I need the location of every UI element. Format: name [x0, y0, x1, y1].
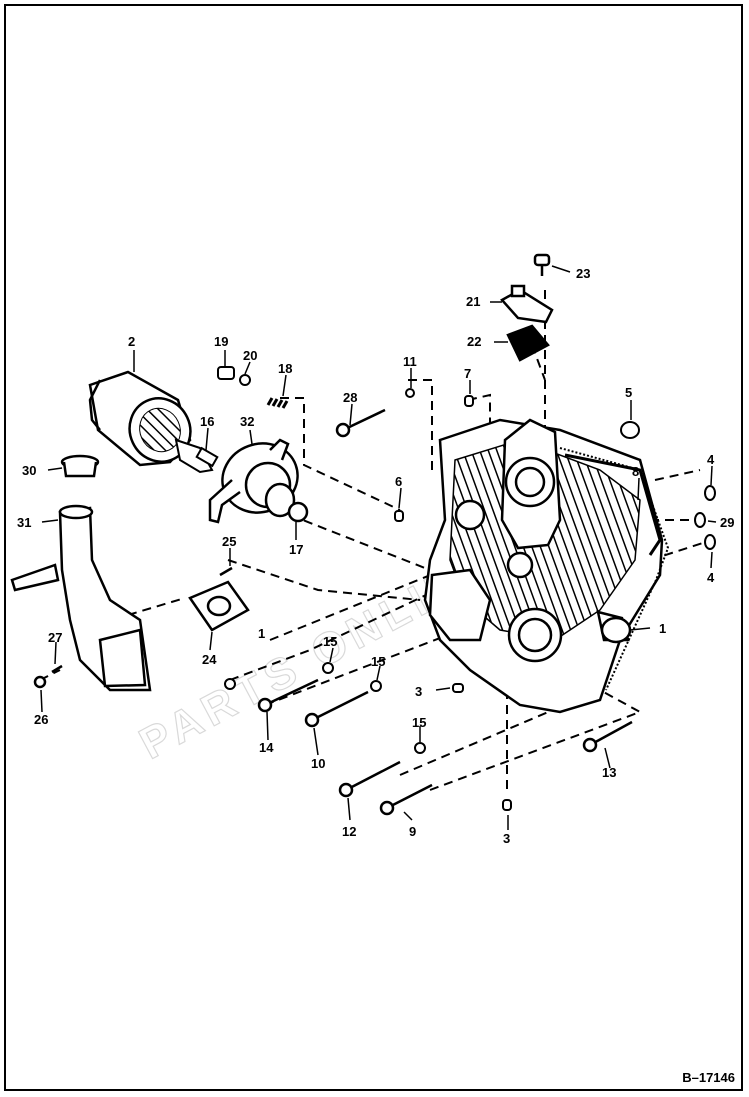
callout-12: 12 — [342, 824, 356, 839]
callout-4: 4 — [707, 452, 715, 467]
callout-5: 5 — [625, 385, 632, 400]
callout-27: 27 — [48, 630, 62, 645]
callout-1: 1 — [659, 621, 666, 636]
gear-cover — [423, 418, 664, 714]
callout-4: 4 — [707, 570, 715, 585]
callout-3: 3 — [415, 684, 422, 699]
callout-28: 28 — [343, 390, 357, 405]
callout-20: 20 — [243, 348, 257, 363]
callout-16: 16 — [200, 414, 214, 429]
callout-15: 15 — [412, 715, 426, 730]
callout-7: 7 — [464, 366, 471, 381]
bolts — [33, 408, 633, 816]
callout-15: 15 — [323, 634, 337, 649]
washer — [239, 374, 251, 386]
callout-22: 22 — [467, 334, 481, 349]
callout-26: 26 — [34, 712, 48, 727]
oil-pickup-tube — [10, 504, 152, 692]
callout-21: 21 — [466, 294, 480, 309]
callout-2: 2 — [128, 334, 135, 349]
top-cover-plate — [500, 253, 554, 362]
callout-11: 11 — [403, 354, 417, 369]
figure-number: B–17146 — [682, 1070, 735, 1085]
oil-filter — [88, 370, 192, 467]
spring — [266, 397, 289, 409]
callout-14: 14 — [259, 740, 274, 755]
callout-10: 10 — [311, 756, 325, 771]
callout-29: 29 — [720, 515, 734, 530]
callout-23: 23 — [576, 266, 590, 281]
leader-lines — [40, 265, 717, 830]
callout-32: 32 — [240, 414, 254, 429]
callout-8: 8 — [632, 464, 639, 479]
callout-25: 25 — [222, 534, 236, 549]
o-ring — [287, 501, 309, 523]
flange-gasket — [188, 580, 250, 632]
callout-17: 17 — [289, 542, 303, 557]
callout-3: 3 — [503, 831, 510, 846]
callout-30: 30 — [22, 463, 36, 478]
callout-9: 9 — [409, 824, 416, 839]
oil-cooler — [208, 438, 299, 524]
callout-13: 13 — [602, 765, 616, 780]
washers-and-pins — [224, 388, 716, 811]
callout-6: 6 — [395, 474, 402, 489]
cap — [60, 454, 100, 478]
callout-24: 24 — [202, 652, 217, 667]
callout-15: 15 — [371, 654, 385, 669]
callout-1: 1 — [258, 626, 265, 641]
callout-31: 31 — [17, 515, 31, 530]
plug — [217, 366, 235, 380]
filter-nipple — [174, 438, 219, 474]
gasket — [559, 447, 670, 691]
callout-19: 19 — [214, 334, 228, 349]
callout-18: 18 — [278, 361, 292, 376]
